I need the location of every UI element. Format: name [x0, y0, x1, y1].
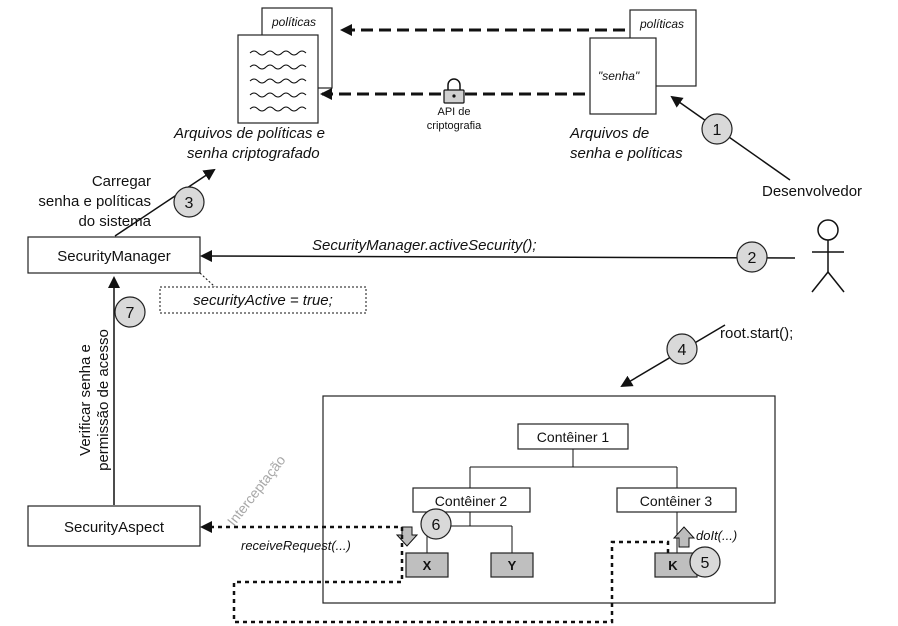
- container-2-box: [412, 487, 531, 513]
- source-policy-file-label: políticas: [639, 17, 684, 31]
- source-password-file-label: "senha": [598, 69, 640, 83]
- encrypted-policy-file-label: políticas: [271, 15, 316, 29]
- step-3-arrow: [114, 168, 216, 237]
- security-manager-label: SecurityManager: [57, 248, 170, 265]
- component-y-box: [490, 552, 534, 578]
- load-label-line-1: Carregar: [92, 173, 151, 190]
- do-it-call: doIt(...): [696, 528, 737, 543]
- component-x-box: [405, 552, 449, 578]
- container-1-box: [517, 423, 629, 450]
- load-label-line-2: senha e políticas: [38, 193, 151, 210]
- container-tree-lines: [426, 449, 678, 553]
- step-4-badge: 4: [666, 333, 698, 365]
- security-active-note: [159, 286, 367, 314]
- encrypted-files-caption-line-1: Arquivos de políticas e: [173, 125, 325, 142]
- component-x-label: X: [423, 558, 432, 573]
- note-connector: [199, 272, 216, 288]
- container-3-box: [616, 487, 737, 513]
- verify-label-line-1: Verificar senha e: [77, 344, 94, 456]
- crypto-api-label-line-2: criptografia: [427, 120, 482, 132]
- developer-label: Desenvolvedor: [762, 183, 862, 200]
- interception-path: [212, 525, 670, 624]
- encrypted-files-icon: [237, 7, 333, 124]
- step-7-badge: 7: [114, 296, 146, 328]
- receive-request-call: receiveRequest(...): [241, 538, 351, 553]
- lock-icon: [443, 78, 465, 104]
- step-1-badge: 1: [701, 113, 733, 145]
- up-arrow-icon: [672, 526, 696, 548]
- svg-text:2: 2: [748, 250, 757, 267]
- component-y-label: Y: [508, 558, 517, 573]
- stick-figure-icon: [811, 219, 845, 293]
- step-1-arrow: [670, 95, 791, 181]
- container-2-label: Contêiner 2: [435, 493, 508, 509]
- root-start-call: root.start();: [720, 325, 793, 342]
- step-3-badge: 3: [173, 186, 205, 218]
- svg-text:5: 5: [701, 555, 710, 572]
- encrypted-files-caption-line-2: senha criptografado: [187, 145, 320, 162]
- svg-text:6: 6: [432, 517, 441, 534]
- source-files-caption-line-2: senha e políticas: [570, 145, 683, 162]
- step-6-badge: 6: [420, 508, 452, 540]
- interception-arrowhead: [200, 521, 212, 533]
- svg-text:3: 3: [185, 195, 194, 212]
- security-aspect-label: SecurityAspect: [64, 519, 165, 536]
- step-5-badge: 5: [689, 546, 721, 578]
- security-manager-box: [27, 236, 201, 274]
- activate-security-call: SecurityManager.activeSecurity();: [312, 237, 537, 254]
- svg-text:4: 4: [678, 342, 687, 359]
- component-k-label: K: [668, 558, 678, 573]
- security-active-text: securityActive = true;: [193, 292, 333, 309]
- load-label-line-3: do sistema: [78, 213, 151, 230]
- verify-label-line-2: permissão de acesso: [95, 329, 112, 471]
- interception-label: Interceptação: [224, 452, 289, 529]
- svg-text:7: 7: [126, 305, 135, 322]
- security-aspect-box: [27, 505, 201, 547]
- source-files-caption-line-1: Arquivos de: [569, 125, 649, 142]
- container-3-label: Contêiner 3: [640, 493, 713, 509]
- svg-text:1: 1: [713, 122, 722, 139]
- step-2-badge: 2: [736, 241, 768, 273]
- encrypted-text-lines: [249, 50, 307, 112]
- crypto-api-label-line-1: API de: [437, 106, 470, 118]
- source-password-file: [589, 37, 657, 115]
- container-1-label: Contêiner 1: [537, 429, 610, 445]
- step-2-arrow: [200, 250, 796, 263]
